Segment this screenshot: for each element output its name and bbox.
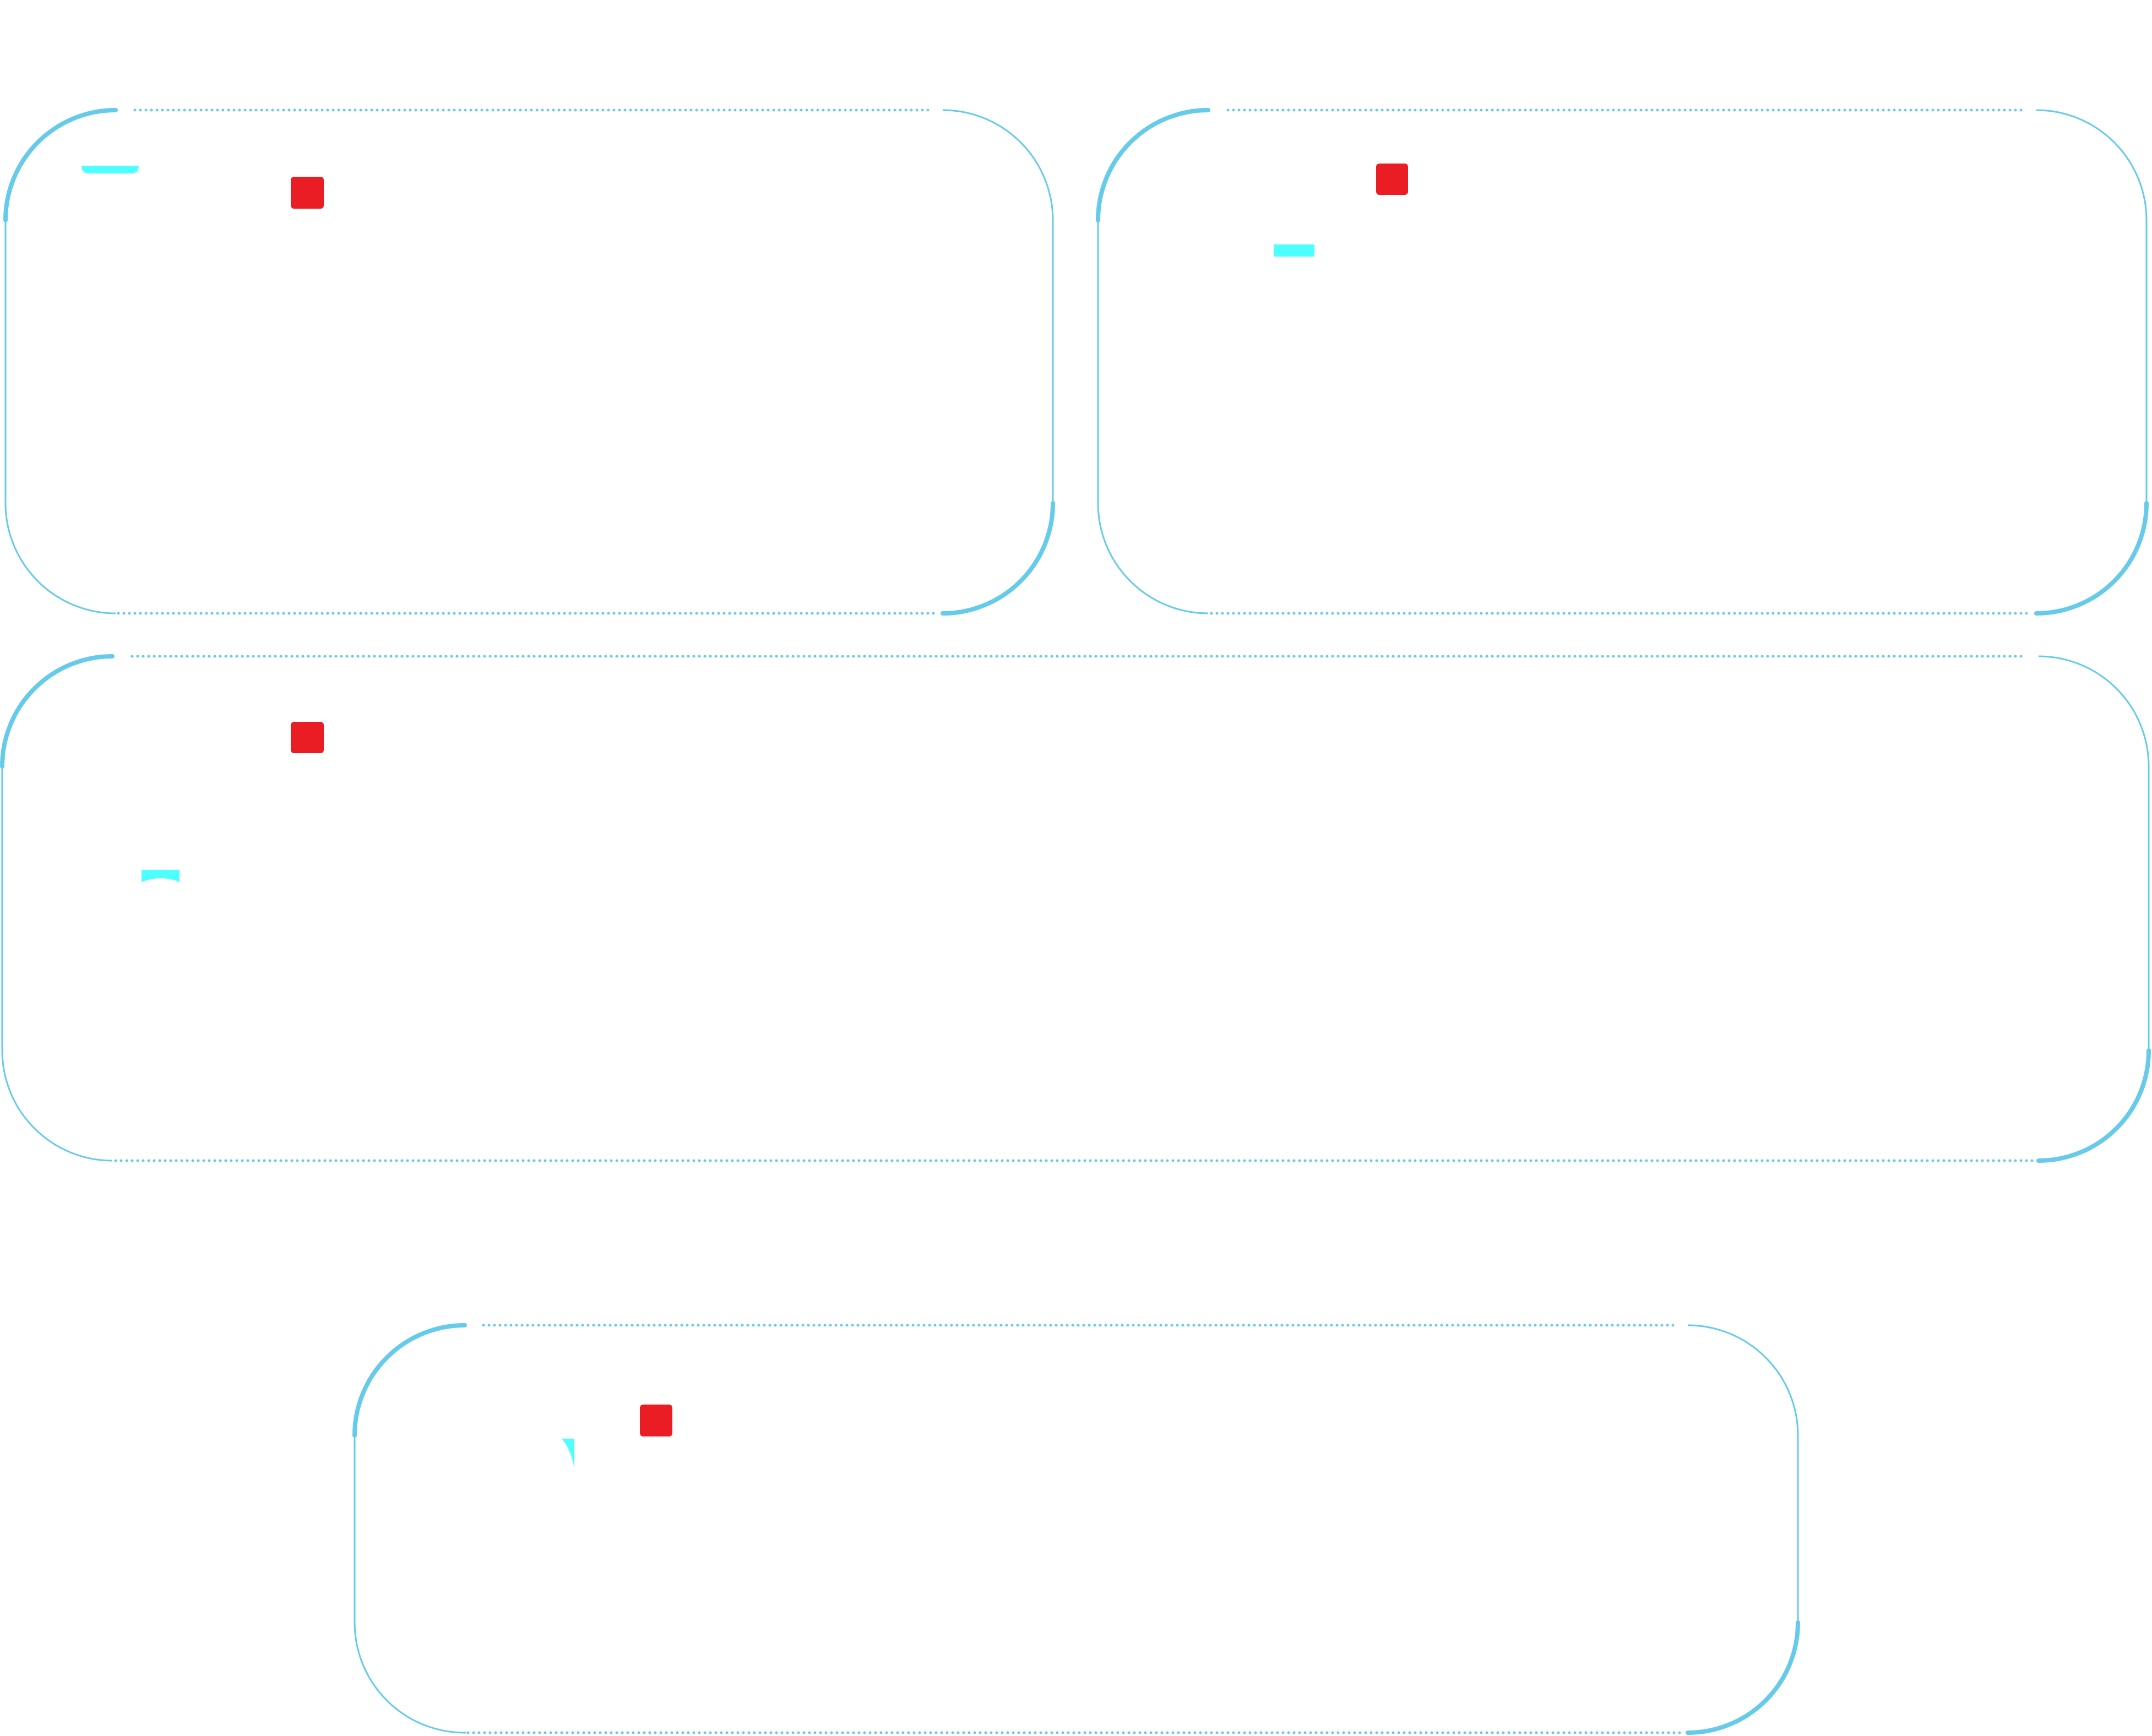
panel-3-corner-bottom-right xyxy=(2036,1048,2151,1163)
panel-4 xyxy=(352,1323,1800,1735)
panel-2-frame-right xyxy=(2036,109,2148,503)
panel-3-frame-left xyxy=(1,766,113,1162)
panel-1-red-marker xyxy=(291,177,324,209)
panel-1 xyxy=(3,108,1055,616)
panel-3-cyan-tab xyxy=(142,870,180,882)
panel-1-corner-bottom-right xyxy=(941,501,1055,616)
panel-4-cyan-notch xyxy=(562,1439,574,1468)
panel-2-frame-left xyxy=(1097,220,1209,614)
panel-1-cyan-tab xyxy=(81,166,139,173)
panel-2 xyxy=(1096,108,2149,616)
panel-1-frame-left xyxy=(4,220,116,614)
panel-3-corner-top-left xyxy=(0,654,115,769)
panel-4-red-marker xyxy=(640,1405,672,1436)
panel-2-red-marker xyxy=(1376,164,1408,195)
panel-4-frame-left xyxy=(354,1435,466,1734)
panel-2-corner-bottom-right xyxy=(2034,501,2149,616)
panel-1-frame-right xyxy=(942,109,1054,503)
panel-2-corner-top-left xyxy=(1096,108,1210,222)
panel-4-frame-right xyxy=(1687,1324,1799,1623)
panel-4-corner-top-left xyxy=(352,1323,467,1438)
panel-1-corner-top-left xyxy=(3,108,118,222)
panel-4-corner-bottom-right xyxy=(1686,1620,1800,1735)
panel-2-cyan-tab xyxy=(1274,244,1314,257)
panel-3 xyxy=(0,654,2151,1163)
panel-3-red-marker xyxy=(291,722,324,753)
panel-3-frame-right xyxy=(2038,655,2150,1051)
